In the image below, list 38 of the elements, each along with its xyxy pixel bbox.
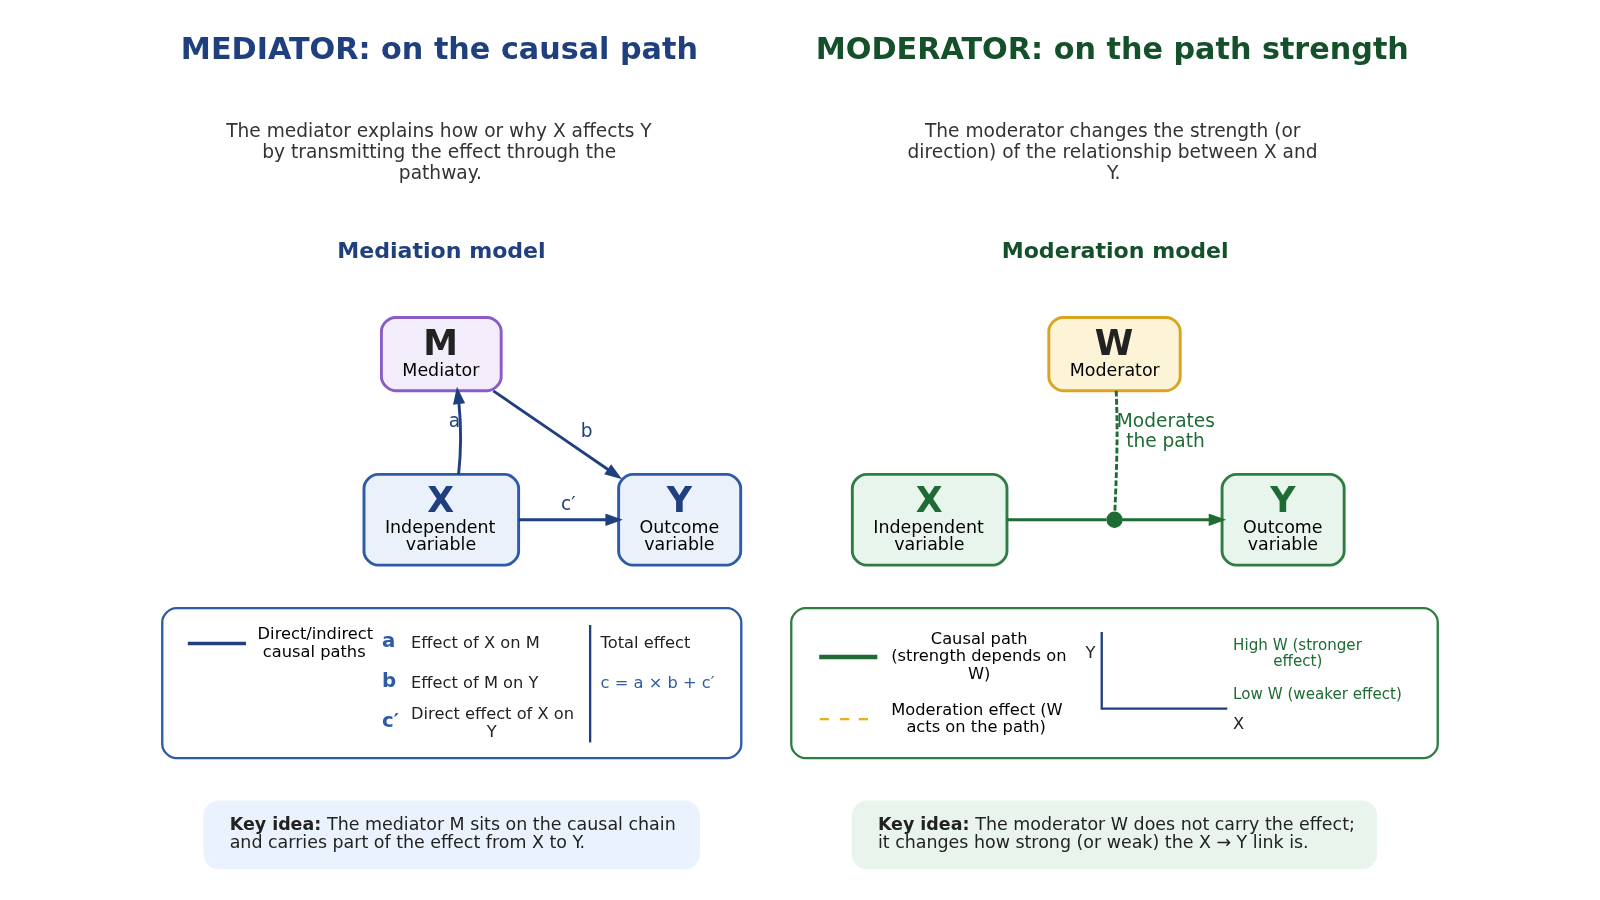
arrow bbox=[453, 386, 466, 475]
node-circle bbox=[1106, 511, 1123, 528]
label: b bbox=[382, 669, 397, 693]
connector bbox=[1007, 518, 1107, 522]
label: X bbox=[1233, 713, 1245, 733]
node-box: X Independent variable bbox=[850, 472, 1009, 567]
arrow bbox=[1122, 513, 1227, 526]
label: Effect of X on M bbox=[411, 632, 540, 652]
connector bbox=[1113, 390, 1119, 513]
label: c = a × b + c′ bbox=[600, 673, 715, 693]
label: c′ bbox=[382, 709, 399, 733]
label: Direct effect of X on Y bbox=[411, 704, 575, 741]
node-box: Y Outcome variable bbox=[617, 472, 743, 567]
label: The mediator explains how or why X affects Y by transmitting the effect through the pathway. bbox=[226, 120, 652, 183]
edge-label: c′ bbox=[561, 493, 576, 515]
edge-label: b bbox=[580, 419, 593, 441]
node-box: M Mediator bbox=[379, 316, 503, 393]
label: MODERATOR: on the path strength bbox=[815, 31, 1409, 67]
legend-label: Causal path (strength depends on W) bbox=[891, 628, 1067, 683]
label: Total effect bbox=[600, 632, 691, 652]
edge-label: Moderates the path bbox=[1116, 409, 1215, 452]
node-box: Y Outcome variable bbox=[1220, 472, 1346, 567]
node-box: X Independent variable bbox=[362, 472, 521, 567]
label: Low W (weaker effect) bbox=[1233, 684, 1402, 703]
label: Effect of M on Y bbox=[411, 673, 539, 693]
label: The moderator changes the strength (or direction) of the relationship between X and Y. bbox=[907, 120, 1318, 183]
edge-label: a bbox=[448, 409, 461, 431]
arrow bbox=[492, 389, 623, 480]
legend-label: Moderation effect (W acts on the path) bbox=[891, 699, 1063, 737]
arrow bbox=[518, 513, 623, 526]
label: High W (stronger effect) bbox=[1233, 635, 1362, 671]
label: Mediation model bbox=[337, 236, 546, 263]
legend-label: Direct/indirect causal paths bbox=[257, 624, 374, 661]
label: MEDIATOR: on the causal path bbox=[180, 31, 698, 67]
label: Moderation model bbox=[1001, 236, 1229, 263]
node-box: W Moderator bbox=[1047, 316, 1182, 393]
label: Y bbox=[1085, 643, 1096, 663]
label: a bbox=[382, 629, 396, 653]
